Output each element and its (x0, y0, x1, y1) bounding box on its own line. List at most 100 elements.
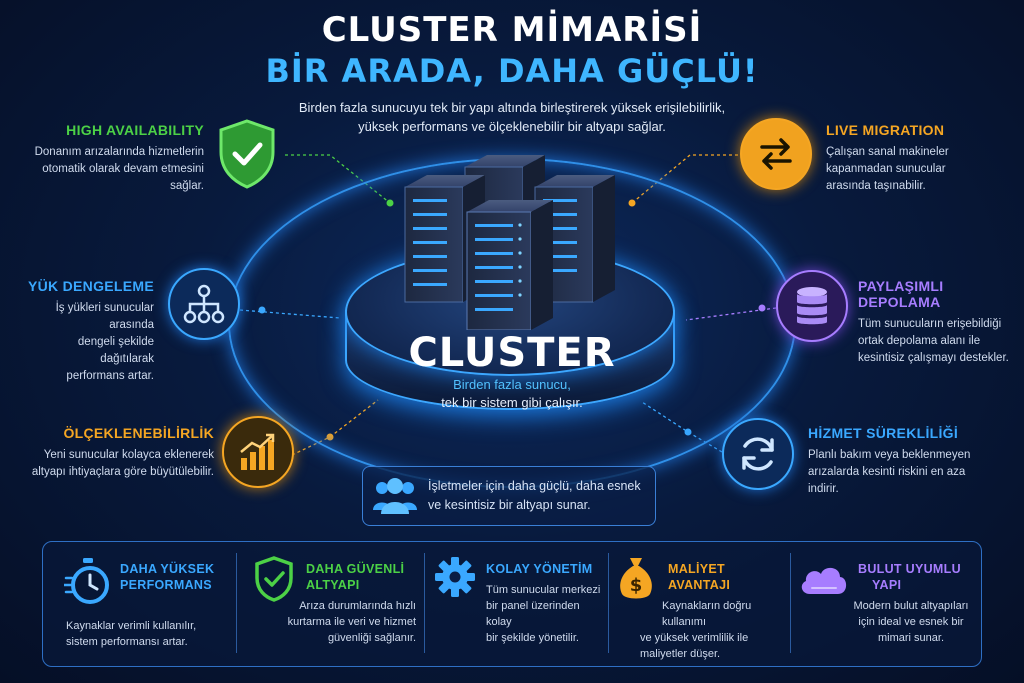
benefit-text: Modern bulut altyapıları için ideal ve e… (846, 598, 976, 646)
feature-line: Donanım arızalarında hizmetlerin (34, 146, 204, 158)
divider (236, 553, 237, 653)
feature-text: Planlı bakım veya beklenmeyen arızalarda… (808, 447, 1008, 498)
database-icon (776, 270, 848, 342)
intro-line: yüksek performans ve ölçeklenebilir bir … (358, 119, 666, 134)
feature-line: Tüm sunucuların erişebildiği (858, 318, 1002, 330)
benefit-cloud: BULUT UYUMLU YAPI (858, 561, 976, 593)
benefit-line: Kaynaklar verimli kullanılır, (66, 620, 197, 632)
intro-line: Birden fazla sunucuyu tek bir yapı altın… (298, 100, 726, 115)
cluster-sub-line: tek bir sistem gibi çalışır. (441, 395, 583, 410)
benefit-text: Arıza durumlarında hızlı kurtarma ile ve… (250, 598, 416, 646)
benefit-title: DAHA YÜKSEK PERFORMANS (120, 561, 232, 593)
server-rack (466, 200, 553, 330)
feature-title: HİZMET SÜREKLİLİĞİ (808, 425, 959, 441)
feature-title: LIVE MIGRATION (826, 122, 945, 138)
feature-text: Çalışan sanal makineler kapanmadan sunuc… (826, 144, 1006, 195)
feature-line: performans artar. (66, 370, 154, 382)
bars-glyph (240, 433, 275, 470)
hierarchy-glyph (183, 284, 225, 324)
callout-line: ve kesintisiz bir altyapı sunar. (428, 498, 591, 512)
feature-high-availability: HIGH AVAILABILITY Donanım arızalarında h… (22, 122, 204, 195)
benefit-line: maliyetler düşer. (640, 648, 721, 660)
benefit-title-line: MALİYET (668, 562, 725, 576)
feature-line: Yeni sunucular kolayca eklenerek (43, 449, 214, 461)
divider (608, 553, 609, 653)
benefit-line: mimari sunar. (877, 632, 945, 644)
benefit-line: ve yüksek verimlilik ile (640, 632, 749, 644)
benefit-line: Kaynakların doğru kullanımı (662, 600, 752, 628)
benefit-line: sistem performansı artar. (66, 636, 188, 648)
feature-line: indirir. (808, 483, 839, 495)
divider (790, 553, 791, 653)
feature-line: kesintisiz çalışmayı destekler. (858, 352, 1009, 364)
benefit-text: Kaynaklar verimli kullanılır, sistem per… (66, 618, 232, 650)
benefit-performance: DAHA YÜKSEK PERFORMANS (120, 561, 232, 593)
cluster-subtitle: Birden fazla sunucu, tek bir sistem gibi… (362, 376, 662, 412)
benefit-title-line: BULUT UYUMLU (858, 562, 961, 576)
feature-text: Donanım arızalarında hizmetlerin otomati… (22, 144, 204, 195)
feature-line: arızalarda kesinti riskini en aza (808, 466, 966, 478)
intro-text: Birden fazla sunucuyu tek bir yapı altın… (262, 98, 762, 136)
benefit-title-line: ALTYAPI (306, 578, 360, 592)
feature-line: altyapı ihtiyaçlara göre büyütülebilir. (31, 466, 214, 478)
shield-check-icon (219, 119, 275, 189)
feature-title: YÜK DENGELEME (27, 278, 154, 294)
benefit-security: DAHA GÜVENLİ ALTYAPI (306, 561, 422, 593)
benefit-line: için ideal ve esnek bir (858, 616, 964, 628)
benefit-line: Arıza durumlarında hızlı (299, 600, 416, 612)
benefit-title-line: DAHA YÜKSEK (120, 562, 215, 576)
callout-box (362, 466, 656, 526)
feature-line: Planlı bakım veya beklenmeyen (808, 449, 971, 461)
cluster-sub-line: Birden fazla sunucu, (453, 377, 571, 392)
callout-line: İşletmeler için daha güçlü, daha esnek (428, 479, 641, 493)
database-glyph (797, 287, 827, 325)
swap-glyph (760, 138, 792, 170)
refresh-icon (722, 418, 794, 490)
benefit-title-line: YAPI (872, 578, 902, 592)
feature-text: Yeni sunucular kolayca eklenerek altyapı… (14, 447, 214, 481)
gear-icon (435, 557, 475, 597)
feature-text: İş yükleri sunucular arasında dengeli şe… (22, 300, 154, 385)
feature-line: arasında taşınabilir. (826, 180, 926, 192)
stopwatch-icon (64, 558, 109, 604)
benefit-title: BULUT UYUMLU YAPI (858, 561, 976, 593)
cluster-label: CLUSTER (408, 330, 616, 376)
feature-title: PAYLAŞIMLI DEPOLAMA (858, 278, 944, 310)
users-icon (373, 478, 417, 514)
benefit-line: bir panel üzerinden kolay (486, 600, 580, 628)
page-title: CLUSTER MİMARİSİ (321, 10, 703, 50)
benefit-cost: MALİYET AVANTAJI (668, 561, 786, 593)
feature-line: kapanmadan sunucular (826, 163, 946, 175)
feature-line: Çalışan sanal makineler (826, 146, 949, 158)
feature-line: sağlar. (170, 180, 204, 192)
benefit-title: MALİYET AVANTAJI (668, 561, 786, 593)
benefit-title: DAHA GÜVENLİ ALTYAPI (306, 561, 422, 593)
benefit-line: güvenliği sağlanır. (327, 632, 416, 644)
benefit-line: Modern bulut altyapıları (853, 600, 969, 612)
feature-line: otomatik olarak devam etmesini (42, 163, 204, 175)
callout-text: İşletmeler için daha güçlü, daha esnek v… (428, 477, 652, 515)
benefit-title-line: PERFORMANS (120, 578, 212, 592)
feature-service-continuity: HİZMET SÜREKLİLİĞİ Planlı bakım veya bek… (808, 425, 1008, 498)
feature-load-balancing: YÜK DENGELEME İş yükleri sunucular arası… (22, 278, 154, 385)
network-icon (168, 268, 240, 340)
feature-line: İş yükleri sunucular arasında (55, 302, 154, 331)
benefit-line: bir şekilde yönetilir. (486, 632, 579, 644)
benefit-management: KOLAY YÖNETİM (486, 561, 606, 577)
server-racks (404, 155, 615, 330)
page-subtitle: BİR ARADA, DAHA GÜÇLÜ! (265, 52, 759, 90)
feature-title: ÖLÇEKLENEBİLİRLİK (63, 425, 214, 441)
feature-shared-storage: PAYLAŞIMLI DEPOLAMA Tüm sunucuların eriş… (858, 278, 1018, 367)
benefit-title: KOLAY YÖNETİM (486, 561, 606, 577)
growth-chart-icon (222, 416, 294, 488)
benefits-panel (42, 541, 982, 667)
divider (424, 553, 425, 653)
cloud-icon (801, 567, 847, 594)
benefit-title-line: AVANTAJI (668, 578, 731, 592)
benefit-text: Kaynakların doğru kullanımı ve yüksek ve… (640, 598, 790, 662)
connector-service-continuity (641, 401, 723, 453)
feature-title: HIGH AVAILABILITY (66, 122, 204, 138)
feature-line: dengeli şekilde dağıtılarak (77, 336, 154, 365)
svg-text:$: $ (630, 575, 643, 596)
feature-live-migration: LIVE MIGRATION Çalışan sanal makineler k… (826, 122, 1006, 195)
